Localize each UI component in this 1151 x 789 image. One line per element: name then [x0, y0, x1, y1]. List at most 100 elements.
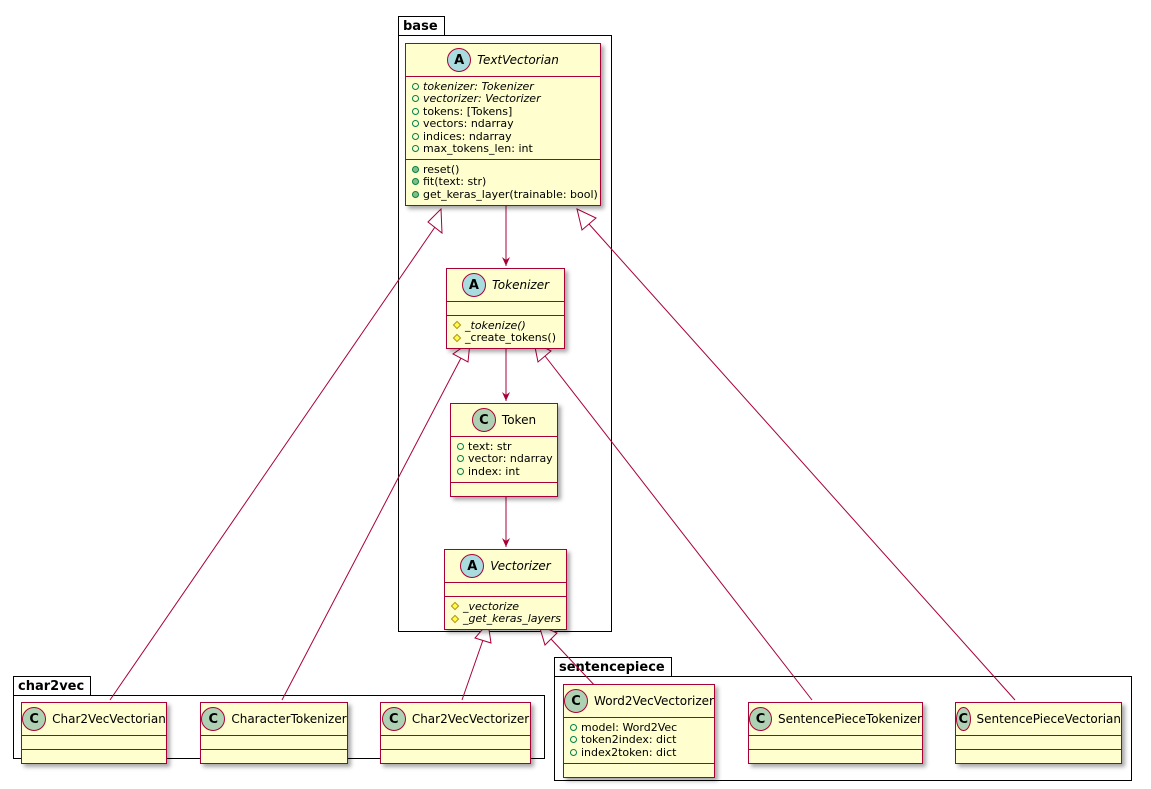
public-method-icon: [412, 178, 419, 186]
field: vectorizer: Vectorizer: [423, 92, 541, 106]
field: tokens: [Tokens]: [423, 104, 513, 118]
methods-section: [381, 749, 530, 763]
class-char2vec-vectorian[interactable]: C Char2VecVectorian: [21, 702, 167, 764]
fields-section: [956, 735, 1121, 749]
fields-section: text: str vector: ndarray index: int: [451, 436, 557, 482]
fields-section: [445, 582, 566, 596]
public-icon: [412, 145, 419, 153]
edge-word2vecvectorizer-vectorizer: [550, 638, 598, 689]
class-name: Vectorizer: [490, 559, 551, 573]
methods-section: [749, 749, 922, 763]
package-sentencepiece-label: sentencepiece: [559, 660, 665, 675]
method: reset(): [423, 162, 460, 176]
class-badge: C: [564, 689, 589, 713]
methods-section: [451, 481, 557, 496]
class-char2vec-vectorizer[interactable]: C Char2VecVectorizer: [380, 702, 531, 764]
public-icon: [570, 748, 577, 756]
protected-icon: [452, 333, 462, 342]
class-name: SentencePieceTokenizer: [777, 712, 922, 726]
field: index2token: dict: [581, 745, 677, 759]
fields-section: tokenizer: Tokenizer vectorizer: Vectori…: [406, 76, 600, 159]
class-name: Word2VecVectorizer: [594, 694, 714, 708]
field: text: str: [468, 439, 512, 453]
fields-section: model: Word2Vec token2index: dict index2…: [564, 717, 714, 763]
field: vectors: ndarray: [423, 117, 514, 131]
class-word2vec-vectorizer[interactable]: C Word2VecVectorizer model: Word2Vec tok…: [563, 684, 715, 778]
protected-icon: [450, 614, 460, 623]
public-icon: [412, 132, 419, 140]
package-char2vec-label: char2vec: [18, 679, 85, 694]
method: _tokenize(): [465, 318, 526, 332]
public-icon: [570, 723, 577, 731]
class-text-vectorian[interactable]: A TextVectorian tokenizer: Tokenizer vec…: [405, 43, 601, 206]
class-tokenizer[interactable]: A Tokenizer _tokenize() _create_tokens(): [446, 268, 565, 349]
method: fit(text: str): [423, 175, 487, 189]
public-icon: [412, 95, 419, 103]
class-badge: C: [956, 707, 971, 731]
edge-char2vecvectorizer-vectorizer: [461, 639, 484, 701]
class-name: Tokenizer: [491, 278, 550, 292]
public-icon: [457, 442, 464, 450]
edge-charactertokenizer-tokenizer: [281, 357, 462, 701]
fields-section: [447, 301, 564, 315]
field: tokenizer: Tokenizer: [423, 79, 534, 93]
methods-section: [201, 749, 347, 763]
class-badge: C: [471, 408, 496, 432]
gen-head-sentencepiecevectorian: [576, 208, 597, 231]
abstract-class-badge: A: [461, 273, 486, 297]
public-icon: [570, 736, 577, 744]
methods-section: [22, 749, 166, 763]
class-name: CharacterTokenizer: [231, 712, 347, 726]
fields-section: [381, 735, 530, 749]
protected-icon: [452, 321, 462, 330]
edge-sentencepiecetokenizer-tokenizer: [544, 355, 813, 701]
method: _vectorize: [463, 599, 519, 613]
field: indices: ndarray: [423, 129, 512, 143]
abstract-class-badge: A: [447, 48, 472, 72]
class-name: SentencePieceVectorian: [976, 712, 1121, 726]
class-name: TextVectorian: [477, 53, 559, 67]
public-icon: [412, 107, 419, 115]
public-icon: [457, 467, 464, 475]
methods-section: [956, 749, 1121, 763]
abstract-class-badge: A: [460, 554, 485, 578]
methods-section: _tokenize() _create_tokens(): [447, 315, 564, 348]
field: index: int: [468, 464, 520, 478]
methods-section: _vectorize _get_keras_layers: [445, 596, 566, 629]
fields-section: [749, 735, 922, 749]
public-method-icon: [412, 165, 419, 173]
methods-section: reset() fit(text: str) get_keras_layer(t…: [406, 159, 600, 205]
package-base-label: base: [403, 19, 438, 34]
class-sentencepiece-tokenizer[interactable]: C SentencePieceTokenizer: [748, 702, 923, 764]
public-icon: [412, 120, 419, 128]
package-base-tab: base: [398, 16, 445, 35]
class-name: Token: [501, 413, 537, 427]
public-method-icon: [412, 190, 419, 198]
class-badge: C: [381, 707, 406, 731]
package-sentencepiece-tab: sentencepiece: [554, 657, 672, 676]
class-name: Char2VecVectorian: [52, 712, 166, 726]
method: get_keras_layer(trainable: bool): [423, 187, 598, 201]
field: vector: ndarray: [468, 452, 553, 466]
method: _get_keras_layers: [463, 612, 562, 626]
field: model: Word2Vec: [581, 720, 678, 734]
field: max_tokens_len: int: [423, 142, 533, 156]
class-badge: C: [201, 707, 226, 731]
edge-sentencepiecevectorian-textvectorian: [588, 223, 1016, 701]
class-name: Char2VecVectorizer: [411, 712, 530, 726]
class-badge: C: [749, 707, 772, 731]
package-char2vec-tab: char2vec: [13, 676, 92, 695]
edge-char2vecvectorian-textvectorian: [109, 226, 436, 701]
method: _create_tokens(): [465, 331, 556, 345]
fields-section: [22, 735, 166, 749]
protected-icon: [450, 602, 460, 611]
methods-section: [564, 762, 714, 777]
class-sentencepiece-vectorian[interactable]: C SentencePieceVectorian: [955, 702, 1122, 764]
class-token[interactable]: C Token text: str vector: ndarray index:…: [450, 403, 558, 497]
class-character-tokenizer[interactable]: C CharacterTokenizer: [200, 702, 348, 764]
gen-head-char2vecvectorian: [427, 207, 443, 235]
public-icon: [457, 455, 464, 463]
class-vectorizer[interactable]: A Vectorizer _vectorize _get_keras_layer…: [444, 549, 567, 630]
field: token2index: dict: [581, 733, 677, 747]
public-icon: [412, 82, 419, 90]
